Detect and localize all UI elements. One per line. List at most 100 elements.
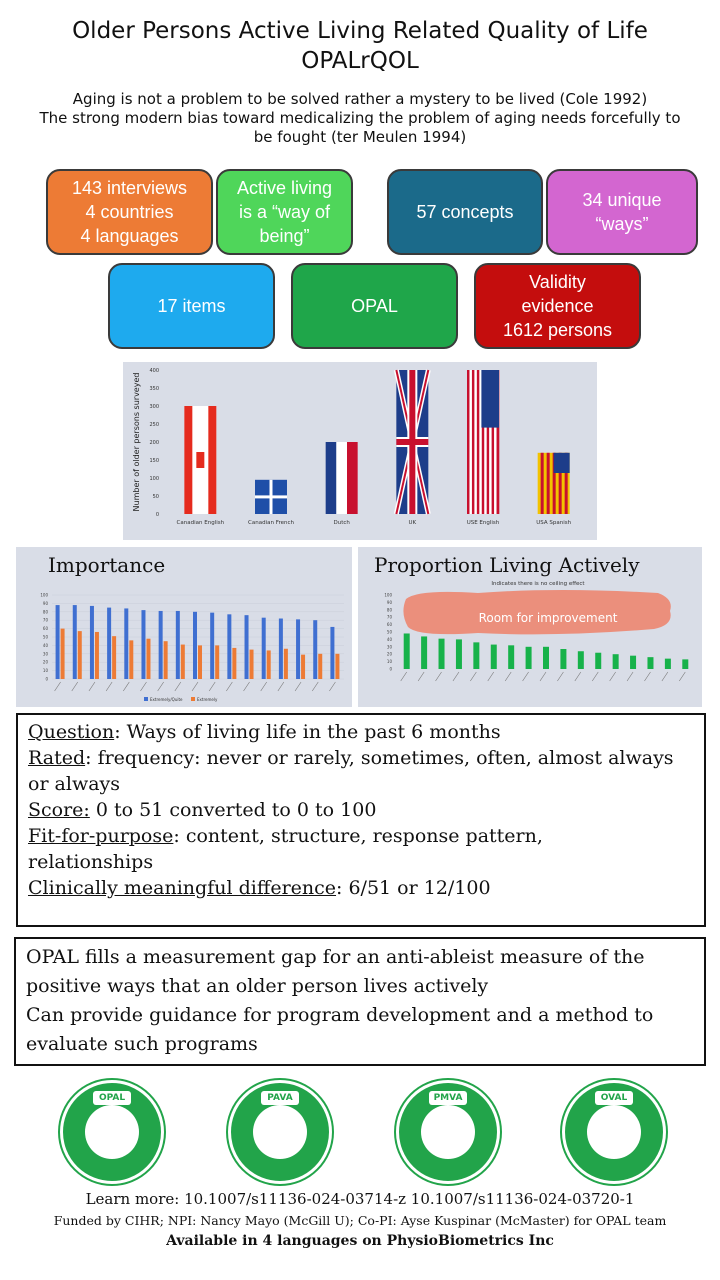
importance-bar [129,640,134,679]
pmva-badge: PMVA [396,1080,500,1184]
importance-bar [283,648,288,679]
flag-bar [393,369,431,515]
question-text: : Ways of living life in the past 6 mont… [114,721,501,743]
importance-bar [55,605,60,679]
room-for-improvement-shade [403,590,671,635]
x-tick-label: UK [409,520,417,526]
x-tick-label [123,681,130,692]
x-tick-label [54,681,61,692]
proportion-bar [403,633,410,669]
x-tick-label [174,681,182,692]
y-tick-label: 100 [384,593,392,598]
y-tick-label: 50 [153,494,159,500]
proportion-title: Proportion Living Actively [374,553,640,577]
x-tick-label: Canadian English [177,520,225,526]
y-axis-label: Number of older persons surveyed [132,373,141,512]
y-tick-label: 60 [43,626,49,631]
y-tick-label: 40 [387,637,393,642]
importance-bar [141,610,146,679]
seedling-icon [85,1105,139,1159]
importance-bar [193,611,197,679]
y-tick-label: 100 [40,593,48,598]
legend-swatch [144,697,148,701]
proportion-bar [647,657,654,669]
x-tick-label [208,681,216,692]
x-tick-label [609,671,616,682]
tile-unique-ways: 34 unique “ways” [546,169,698,255]
x-tick-label [88,681,96,692]
conclusion-line-1: OPAL fills a measurement gap for an anti… [26,946,645,968]
y-tick-label: 80 [387,607,393,612]
y-tick-label: 50 [387,630,393,635]
importance-bar [278,618,283,679]
x-tick-label [539,671,547,682]
title-line-2: OPALrQOL [301,48,419,74]
y-tick-label: 250 [149,422,159,428]
tile-concepts: 57 concepts [387,169,543,255]
conclusion-line-2: positive ways that an older person lives… [26,975,489,997]
y-tick-label: 350 [149,386,159,392]
page-title: Older Persons Active Living Related Qual… [0,16,720,76]
rated-text-2: or always [28,773,121,795]
x-tick-label: Canadian French [248,520,294,526]
x-tick-label: USE English [467,520,500,526]
conclusion-line-4: evaluate such programs [26,1033,258,1055]
x-tick-label [644,671,651,682]
badge-tag: PMVA [429,1091,467,1105]
x-tick-label [452,671,460,682]
proportion-bar [682,659,689,669]
y-tick-label: 20 [387,652,393,657]
proportion-bar [595,652,602,669]
x-tick-label [470,671,477,682]
y-tick-label: 0 [45,677,48,682]
x-tick-label [277,681,285,692]
score-text: 0 to 51 converted to 0 to 100 [89,799,377,821]
y-tick-label: 100 [149,476,159,482]
cmd-text: : 6/51 or 12/100 [336,877,491,899]
badge-tag: OVAL [595,1091,633,1105]
question-label: Question [28,721,115,743]
x-tick-label [626,671,634,682]
oval-badge: OVAL [562,1080,666,1184]
x-tick-label [417,671,425,682]
fit-label: Fit-for-purpose [28,825,174,847]
y-tick-label: 150 [149,458,159,464]
proportion-bar [612,654,619,669]
flag-chart-svg: Number of older persons surveyed40035030… [132,368,572,526]
importance-bar [72,605,77,679]
x-tick-label [243,681,250,692]
legend-label: Extremely/Quite [150,697,183,702]
x-tick-label [504,671,512,682]
proportion-bar [543,646,549,669]
importance-title: Importance [48,553,166,577]
tile-items: 17 items [108,263,275,349]
importance-bar [301,654,306,679]
x-tick-label [260,681,267,692]
flag-bar [325,442,358,514]
availability-note: Available in 4 languages on PhysioBiomet… [166,1233,554,1249]
x-tick-label [574,671,582,682]
proportion-chart: Proportion Living Actively Indicates the… [358,547,702,707]
y-tick-label: 200 [149,440,159,446]
y-tick-label: 0 [389,667,392,672]
cmd-label: Clinically meaningful difference [28,877,337,899]
proportion-bar [438,638,445,669]
learn-more[interactable]: Learn more: 10.1007/s11136-024-03714-z 1… [85,1190,635,1208]
x-tick-label [435,671,442,682]
x-tick-label [191,681,199,692]
x-tick-label: Dutch [333,520,350,526]
y-tick-label: 50 [43,635,49,640]
importance-bar [112,636,117,679]
importance-bar [124,608,129,679]
x-tick-label [329,681,336,692]
flag-bar [467,370,500,514]
y-tick-label: 90 [387,600,393,605]
importance-bar [94,631,99,679]
chart-subtitle: Indicates there is no ceiling effect [491,581,585,587]
proportion-bar [473,642,480,669]
y-tick-label: 30 [43,651,49,656]
x-tick-label [140,681,147,692]
importance-bar [215,645,220,679]
x-tick-label [591,671,599,682]
